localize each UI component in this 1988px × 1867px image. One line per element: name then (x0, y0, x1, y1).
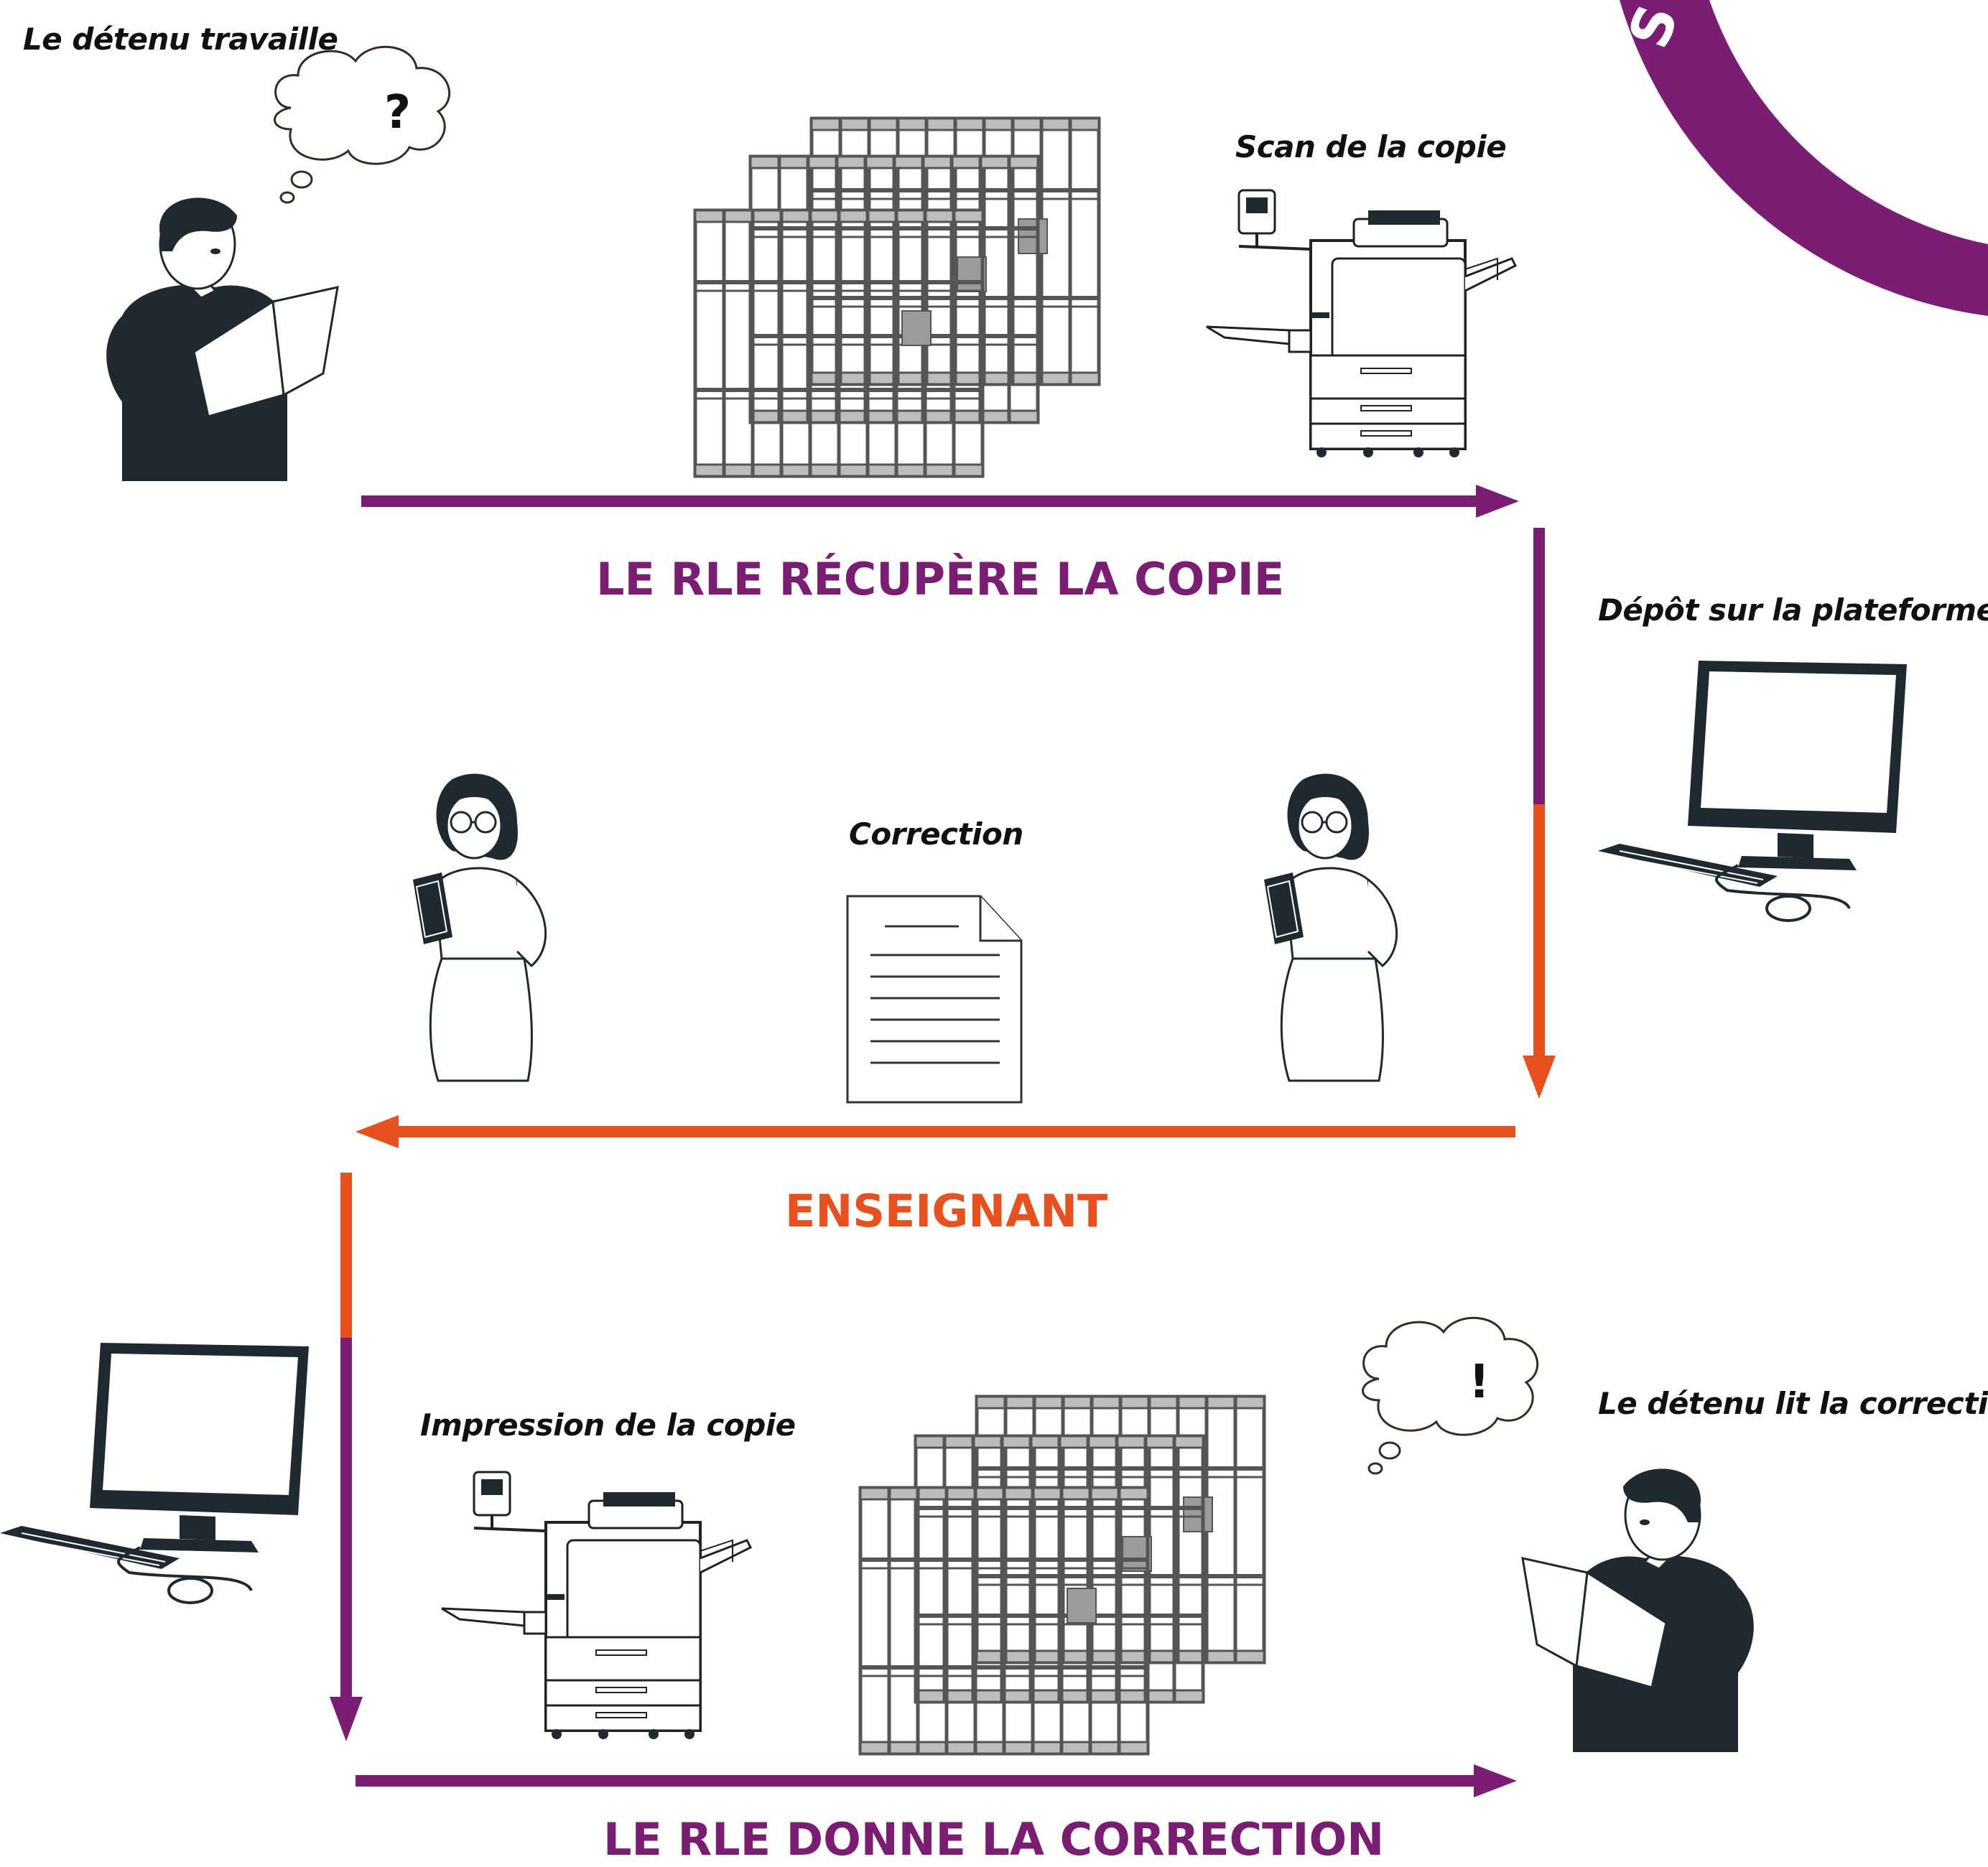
step2-title: ENSEIGNANT (785, 1185, 1108, 1237)
arrow-step3 (356, 1764, 1517, 1797)
arrow-step2 (356, 1115, 1515, 1148)
arrow-down-right (1523, 528, 1556, 1099)
exclamation-mark: ! (1469, 1356, 1490, 1409)
arrow-step1 (361, 485, 1519, 518)
computer-icon (1597, 659, 1908, 922)
step3-title: LE RLE DONNE LA CORRECTION (603, 1813, 1385, 1866)
worker-caption: Le détenu travaille (23, 22, 338, 57)
scan-caption: Scan de la copie (1235, 129, 1507, 164)
prison-bars-bottom-icon (860, 1397, 1264, 1754)
arrow-down-left (330, 1173, 363, 1741)
computer-bottom-icon (0, 1341, 310, 1604)
print-copier-icon (440, 1471, 752, 1741)
upload-caption: Dépôt sur la plateforme (1598, 592, 1988, 628)
person-reading-correction-icon (1521, 1467, 1755, 1754)
thought-bubble-exclaim-icon (1362, 1316, 1539, 1475)
person-reading-icon (105, 196, 339, 483)
teacher-right-icon (1263, 773, 1398, 1082)
reader-caption: Le détenu lit la correction (1598, 1386, 1988, 1421)
teacher-left-icon (412, 773, 547, 1082)
thought-bubble-question-icon (274, 45, 451, 204)
prison-bars-icon (695, 118, 1099, 476)
correction-caption: Correction (849, 816, 1023, 852)
scan-copier-icon (1205, 189, 1517, 459)
step1-title: LE RLE RÉCUPÈRE LA COPIE (596, 553, 1285, 605)
document-icon (846, 895, 1023, 1104)
print-caption: Impression de la copie (420, 1407, 796, 1443)
question-mark: ? (384, 86, 412, 139)
brand-ring (1620, 0, 1988, 316)
